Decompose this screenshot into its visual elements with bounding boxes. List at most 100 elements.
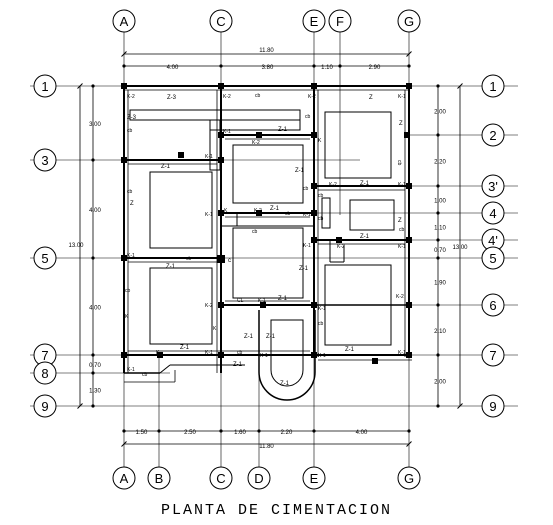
- dimension-dot: [312, 429, 316, 433]
- dimension-dot: [91, 353, 95, 357]
- label-z1: Z-1: [278, 296, 288, 302]
- label-cb: cb: [255, 93, 261, 99]
- column-k: [311, 352, 317, 358]
- dim-bottom-partial: 4.00: [356, 430, 368, 436]
- axis-bubble-bottom-A: [112, 466, 136, 490]
- label-k1: K-1: [205, 350, 213, 356]
- column-k: [406, 302, 412, 308]
- dimension-dot: [407, 64, 411, 68]
- axis-bubble-bottom-C: [209, 466, 233, 490]
- label-k1: K-1: [398, 350, 406, 356]
- axis-bubble-right-4p-label: 4': [488, 233, 498, 248]
- dimension-dot: [436, 211, 440, 215]
- label-k2: K-2: [329, 182, 337, 188]
- label-k: K: [156, 350, 160, 356]
- label-z1: Z-1: [161, 164, 171, 170]
- label-k2: K-2: [252, 140, 260, 146]
- label-k2: K-2: [308, 94, 316, 100]
- dimension-dot: [91, 404, 95, 408]
- axis-bubble-left-3-label: 3: [41, 153, 48, 168]
- column-corner: [217, 255, 225, 263]
- column-k: [218, 302, 224, 308]
- dim-top-partial: 3.80: [262, 65, 274, 71]
- dimension-dot: [407, 429, 411, 433]
- dimension-dot: [91, 371, 95, 375]
- label-k1: K-1: [223, 129, 231, 135]
- axis-bubble-left-3: [33, 148, 57, 172]
- dimension-dot: [219, 429, 223, 433]
- label-cb: cb: [127, 128, 133, 134]
- label-cb: cb: [399, 227, 405, 233]
- axis-bubble-bottom-G-label: G: [404, 471, 414, 486]
- footing-z1-r3: [149, 171, 213, 249]
- column-k: [260, 302, 266, 308]
- label-z1: Z-1: [360, 234, 370, 240]
- label-k1: K-1: [127, 253, 135, 259]
- label-cb: cb: [252, 229, 258, 235]
- label-k1: K-1: [127, 367, 135, 373]
- dim-left-partial: 4.00: [89, 208, 101, 214]
- label-cb: cb: [142, 372, 148, 378]
- stair-footing: [270, 319, 304, 387]
- footing-strip: [321, 197, 331, 229]
- axis-bubble-left-9-label: 9: [41, 399, 48, 414]
- column-k: [406, 237, 412, 243]
- column-k: [336, 237, 342, 243]
- axis-bubble-right-3p-label: 3': [488, 179, 498, 194]
- axis-bubble-left-9: [33, 394, 57, 418]
- label-k2: K-2: [337, 244, 345, 250]
- axis-bubble-right-1: [481, 74, 505, 98]
- column-k: [121, 157, 127, 163]
- column-k: [157, 352, 163, 358]
- dim-right-partial: 2.10: [434, 329, 446, 335]
- label-cb: cb: [396, 160, 402, 166]
- axis-bubble-left-1-label: 1: [41, 79, 48, 94]
- dim-top-partial: 2.90: [369, 65, 381, 71]
- label-cl: CL: [237, 298, 244, 304]
- dimension-dot: [436, 84, 440, 88]
- dimension-tick: [121, 51, 127, 57]
- axis-bubble-right-2-label: 2: [489, 128, 496, 143]
- label-z3: Z-3: [167, 95, 177, 101]
- label-z1: Z-1: [280, 381, 290, 387]
- axis-bubble-right-6-label: 6: [489, 298, 496, 313]
- dimension-tick: [77, 403, 83, 409]
- dimension-dot: [157, 429, 161, 433]
- plan-title: PLANTA DE CIMENTACION: [160, 502, 393, 519]
- dimension-tick: [121, 441, 127, 447]
- column-k: [372, 358, 378, 364]
- label-k2: K-2: [127, 94, 135, 100]
- axis-bubble-top-F: [328, 9, 352, 33]
- dimension-dot: [436, 184, 440, 188]
- axis-bubble-right-5-label: 5: [489, 251, 496, 266]
- label-k: K: [318, 138, 322, 144]
- dim-right-partial: 2.00: [434, 380, 446, 386]
- axis-bubble-bottom-C-label: C: [216, 471, 225, 486]
- axis-bubble-right-6: [481, 293, 505, 317]
- label-cb: cb: [318, 321, 324, 327]
- label-k: K: [125, 314, 129, 320]
- label-k2: K-2: [396, 294, 404, 300]
- axis-bubble-bottom-B: [147, 466, 171, 490]
- dimension-dot: [312, 64, 316, 68]
- column-k: [311, 183, 317, 189]
- footing-z3: [129, 109, 301, 121]
- label-z1: Z-1: [180, 345, 190, 351]
- column-k: [218, 132, 224, 138]
- label-cb: cb: [237, 350, 243, 356]
- axis-bubble-right-9: [481, 394, 505, 418]
- stair-foundation: [258, 310, 316, 401]
- axis-bubble-bottom-G: [397, 466, 421, 490]
- axis-bubble-right-4-label: 4: [489, 206, 496, 221]
- label-cb: cb: [186, 256, 192, 262]
- axis-bubble-right-2: [481, 123, 505, 147]
- dim-right-partial: 0.70: [434, 248, 446, 254]
- axis-bubble-top-G: [397, 9, 421, 33]
- dim-top-partial: 1.10: [321, 65, 333, 71]
- footing-z3: [209, 119, 221, 171]
- dim-right-partial: 1.10: [434, 226, 446, 232]
- column-k: [406, 183, 412, 189]
- dim-left-total: 13.00: [68, 243, 84, 249]
- column-k: [121, 255, 127, 261]
